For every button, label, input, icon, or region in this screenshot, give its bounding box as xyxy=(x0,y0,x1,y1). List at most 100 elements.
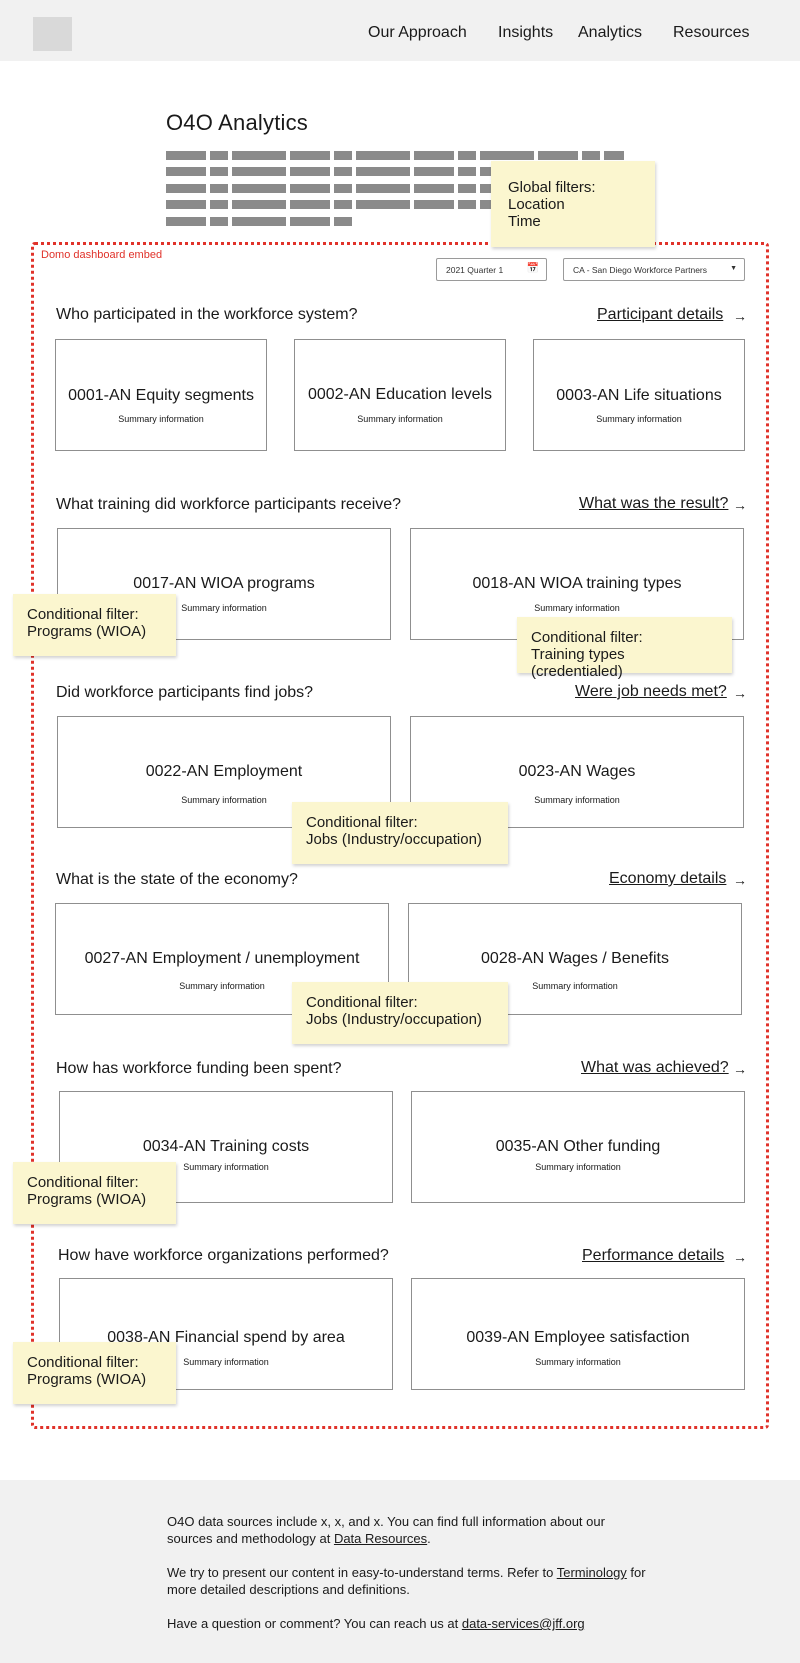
note-value: Training types (credentialed) xyxy=(531,646,625,680)
note-label: Conditional filter: xyxy=(531,629,643,646)
card-title: 0027-AN Employment / unemployment xyxy=(84,950,360,967)
nav-analytics[interactable]: Analytics xyxy=(578,24,643,41)
section-question: How have workforce organizations perform… xyxy=(58,1247,389,1264)
conditional-filter-note: Conditional filter: Jobs (Industry/occup… xyxy=(292,802,508,864)
placeholder-text-line xyxy=(166,167,566,176)
nav-resources[interactable]: Resources xyxy=(673,24,750,41)
card-subtitle: Summary information xyxy=(179,981,265,991)
footer-contact: Have a question or comment? You can reac… xyxy=(167,1615,647,1632)
card-title: 0003-AN Life situations xyxy=(556,387,722,404)
arrow-right-icon: → xyxy=(733,1249,747,1265)
dashboard-embed-frame xyxy=(31,242,769,1429)
terminology-link[interactable]: Terminology xyxy=(556,1565,627,1580)
report-card[interactable]: 0003-AN Life situations Summary informat… xyxy=(533,339,745,451)
page-title: O4O Analytics xyxy=(166,110,308,135)
arrow-right-icon: → xyxy=(733,685,747,701)
note-item-location: Location xyxy=(508,196,565,213)
footer-text: O4O data sources include x, x, and x. Yo… xyxy=(167,1514,605,1546)
arrow-right-icon: → xyxy=(733,308,747,324)
card-title: 0035-AN Other funding xyxy=(495,1138,661,1155)
what-was-achieved-link[interactable]: What was achieved? xyxy=(581,1059,729,1076)
conditional-filter-note: Conditional filter: Training types (cred… xyxy=(517,617,732,680)
footer-text: Have a question or comment? You can reac… xyxy=(167,1616,462,1631)
contact-email-link[interactable]: data-services@jff.org xyxy=(461,1616,585,1631)
report-card[interactable]: 0001-AN Equity segments Summary informat… xyxy=(55,339,267,451)
logo-placeholder[interactable] xyxy=(33,17,72,51)
card-subtitle: Summary information xyxy=(596,414,682,424)
note-label: Conditional filter: xyxy=(27,606,139,623)
section-question: What is the state of the economy? xyxy=(56,871,298,888)
partner-filter[interactable]: CA - San Diego Workforce Partners ▼ xyxy=(563,258,745,281)
nav-insights[interactable]: Insights xyxy=(498,24,554,41)
placeholder-text-line xyxy=(166,200,546,209)
placeholder-text-line xyxy=(166,184,586,193)
what-was-the-result-link[interactable]: What was the result? xyxy=(579,495,729,512)
card-subtitle: Summary information xyxy=(535,1357,621,1367)
arrow-right-icon: → xyxy=(733,1061,747,1077)
card-title: 0018-AN WIOA training types xyxy=(472,575,682,592)
dropdown-caret-icon: ▼ xyxy=(730,265,737,272)
report-card[interactable]: 0002-AN Education levels Summary informa… xyxy=(294,339,506,451)
note-value: Jobs (Industry/occupation) xyxy=(306,1011,482,1028)
note-label: Conditional filter: xyxy=(27,1354,139,1371)
note-value: Programs (WIOA) xyxy=(27,623,147,640)
calendar-icon: 📅 xyxy=(526,263,539,274)
footer-text: . xyxy=(427,1531,431,1546)
footer-text: for more detailed descriptions and defin… xyxy=(167,1565,646,1597)
economy-details-link[interactable]: Economy details xyxy=(609,870,727,887)
note-item-time: Time xyxy=(508,213,541,230)
placeholder-text-line xyxy=(166,151,624,160)
global-filters-note: Global filters: Location Time xyxy=(491,161,655,247)
card-subtitle: Summary information xyxy=(118,414,204,424)
note-label: Conditional filter: xyxy=(306,994,418,1011)
embed-label: Domo dashboard embed xyxy=(41,249,163,261)
card-title: 0038-AN Financial spend by area xyxy=(107,1329,345,1346)
participant-details-link[interactable]: Participant details xyxy=(597,306,724,323)
card-title: 0028-AN Wages / Benefits xyxy=(481,950,669,967)
card-title: 0001-AN Equity segments xyxy=(68,387,254,404)
card-subtitle: Summary information xyxy=(181,795,267,805)
footer-text: We try to present our content in easy-to… xyxy=(167,1565,557,1580)
footer-terminology: We try to present our content in easy-to… xyxy=(167,1564,647,1598)
card-subtitle: Summary information xyxy=(535,1162,621,1172)
card-subtitle: Summary information xyxy=(183,1162,269,1172)
section-question: Did workforce participants find jobs? xyxy=(56,684,314,701)
conditional-filter-note: Conditional filter: Jobs (Industry/occup… xyxy=(292,982,508,1044)
note-label: Global filters: xyxy=(508,179,596,196)
arrow-right-icon: → xyxy=(733,497,747,513)
section-question: Who participated in the workforce system… xyxy=(56,306,358,323)
conditional-filter-note: Conditional filter: Programs (WIOA) xyxy=(13,594,176,656)
data-resources-link[interactable]: Data Resources xyxy=(333,1531,428,1546)
card-subtitle: Summary information xyxy=(357,414,443,424)
arrow-right-icon: → xyxy=(733,872,747,888)
note-label: Conditional filter: xyxy=(306,814,418,831)
conditional-filter-note: Conditional filter: Programs (WIOA) xyxy=(13,1162,176,1224)
top-nav-bar: Our Approach Insights Analytics Resource… xyxy=(0,0,800,61)
partner-filter-value: CA - San Diego Workforce Partners xyxy=(573,265,708,275)
note-label: Conditional filter: xyxy=(27,1174,139,1191)
nav-our-approach[interactable]: Our Approach xyxy=(368,24,467,41)
card-title: 0034-AN Training costs xyxy=(142,1138,310,1155)
card-title: 0002-AN Education levels xyxy=(307,386,493,403)
performance-details-link[interactable]: Performance details xyxy=(582,1247,725,1264)
report-card[interactable]: 0017-AN WIOA programs Summary informatio… xyxy=(57,528,391,640)
card-title: 0022-AN Employment xyxy=(145,763,303,780)
card-subtitle: Summary information xyxy=(183,1357,269,1367)
conditional-filter-note: Conditional filter: Programs (WIOA) xyxy=(13,1342,176,1404)
card-title: 0023-AN Wages xyxy=(518,763,636,780)
note-value: Jobs (Industry/occupation) xyxy=(306,831,482,848)
card-title: 0039-AN Employee satisfaction xyxy=(466,1329,690,1346)
card-subtitle: Summary information xyxy=(532,981,618,991)
section-question: What training did workforce participants… xyxy=(56,496,402,513)
card-subtitle: Summary information xyxy=(534,603,620,613)
footer: O4O data sources include x, x, and x. Yo… xyxy=(0,1480,800,1663)
card-subtitle: Summary information xyxy=(534,795,620,805)
report-card[interactable]: 0039-AN Employee satisfaction Summary in… xyxy=(411,1278,745,1390)
placeholder-text-line xyxy=(166,217,354,226)
card-title: 0017-AN WIOA programs xyxy=(133,575,315,592)
period-filter[interactable]: 2021 Quarter 1 📅 xyxy=(436,258,547,281)
were-job-needs-met-link[interactable]: Were job needs met? xyxy=(575,683,727,700)
report-card[interactable]: 0035-AN Other funding Summary informatio… xyxy=(411,1091,745,1203)
period-filter-value: 2021 Quarter 1 xyxy=(446,265,504,275)
